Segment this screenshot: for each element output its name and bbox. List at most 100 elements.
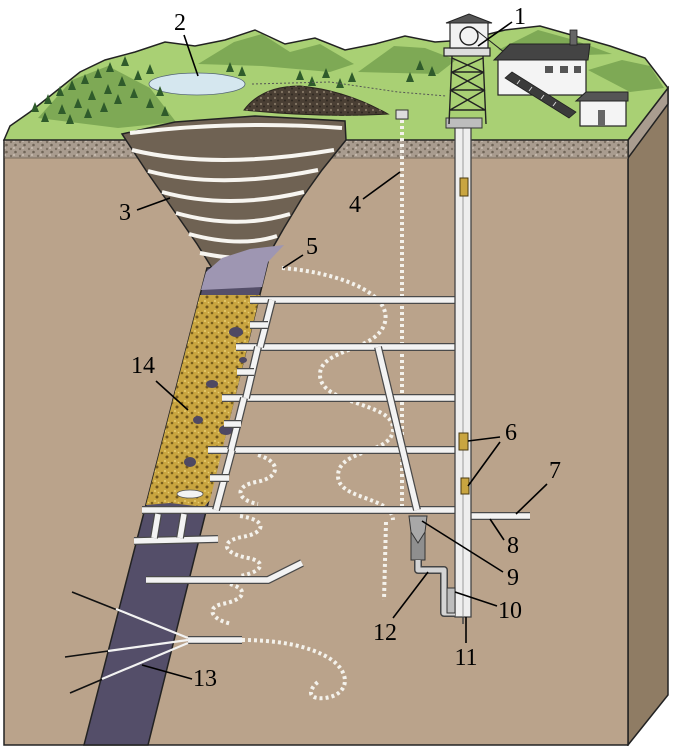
forest <box>31 56 436 124</box>
level-tunnel-6 <box>133 535 219 545</box>
rock-inclusion <box>229 327 243 337</box>
main-haulage-level <box>142 506 530 520</box>
ore-zone-texture <box>146 295 260 507</box>
label-7: 7 <box>549 458 561 484</box>
ore-waste-inclusions <box>176 327 247 499</box>
drill-hole-in-vein <box>101 641 189 681</box>
door <box>598 110 605 126</box>
tree-icon <box>100 102 108 112</box>
tree-icon <box>406 72 414 82</box>
tree-icon <box>81 74 89 84</box>
rock-inclusion <box>193 416 203 424</box>
conveyor-gallery-ticks <box>516 79 557 107</box>
raises-and-crosscuts <box>150 299 421 539</box>
tree-icon <box>121 56 129 66</box>
waste-rock-texture <box>244 86 388 116</box>
leader-line-5 <box>282 254 304 269</box>
callout-labels: 1 2 3 4 5 6 7 8 9 10 11 12 13 14 <box>119 4 561 692</box>
tree-icon <box>146 98 154 108</box>
window <box>560 66 568 73</box>
rock-inclusion <box>184 457 196 467</box>
leader-line-9 <box>421 520 504 573</box>
headframe-roof <box>445 13 493 24</box>
label-2: 2 <box>174 10 186 36</box>
ore-body-top-zone <box>201 245 284 290</box>
leader-line-6a <box>467 436 501 442</box>
sheave-wheel-icon <box>459 26 479 46</box>
tree-icon <box>118 76 126 86</box>
skip <box>460 477 470 495</box>
tree-icon <box>146 64 154 74</box>
crosscut <box>210 322 268 481</box>
pit-bench <box>161 190 305 203</box>
leader-line-8 <box>489 518 505 541</box>
leader-line-2 <box>183 34 199 77</box>
tree-icon <box>106 62 114 72</box>
pit-bench <box>147 168 319 183</box>
pit-bench <box>131 148 335 162</box>
label-10: 10 <box>498 598 522 624</box>
window <box>574 66 581 73</box>
ramp-serpentine-lower <box>210 582 245 626</box>
decline-ramps <box>210 266 396 701</box>
pit-benches <box>129 122 343 261</box>
ramp-bottom-loop <box>241 638 347 701</box>
headframe-bracing <box>449 57 486 111</box>
tree-icon <box>238 66 246 76</box>
tree-icon <box>130 88 138 98</box>
tunnel <box>146 560 304 583</box>
leader-line-14 <box>155 380 189 411</box>
leader-line-6b <box>467 441 501 487</box>
hoist-and-mill-building <box>492 29 591 119</box>
tree-icon <box>84 108 92 118</box>
tree-icon <box>88 90 96 100</box>
skip <box>459 177 469 197</box>
tunnel <box>133 536 219 544</box>
headframe <box>443 13 515 125</box>
label-9: 9 <box>507 565 519 591</box>
headframe-deck <box>443 47 491 57</box>
mill-roof <box>492 43 591 61</box>
fence-line <box>251 81 447 97</box>
tree-icon <box>68 80 76 90</box>
leader-lines <box>136 21 548 680</box>
leader-line-4 <box>362 171 401 200</box>
mountain-back-2 <box>358 46 456 74</box>
pit-bench <box>129 122 343 135</box>
leader-line-12 <box>392 571 429 619</box>
block-side-face <box>627 85 669 746</box>
tree-icon <box>322 68 330 78</box>
tree-icon <box>428 66 436 76</box>
ventilation-shaft-cap <box>395 109 409 120</box>
label-14: 14 <box>131 353 155 379</box>
tree-icon <box>114 94 122 104</box>
shaft-collar <box>445 117 483 129</box>
stope-opening <box>176 489 204 499</box>
ramp-lower-vertical <box>382 521 388 601</box>
tree-icon <box>41 112 49 122</box>
tree-icon <box>66 114 74 124</box>
label-8: 8 <box>507 533 519 559</box>
chimney <box>569 29 578 46</box>
label-5: 5 <box>306 234 318 260</box>
window <box>545 66 553 73</box>
mountain-back-1 <box>198 34 354 72</box>
tree-icon <box>31 102 39 112</box>
tree-icon <box>104 84 112 94</box>
rock-inclusion <box>206 380 218 388</box>
tree-icon <box>348 72 356 82</box>
rock-inclusion <box>239 357 247 363</box>
tree-icon <box>134 70 142 80</box>
skip <box>458 432 469 451</box>
pit-bench <box>188 232 278 244</box>
small-building-roof <box>574 91 629 102</box>
leader-line-3 <box>136 197 171 211</box>
conveyor-gallery <box>504 71 577 119</box>
drill-holes <box>64 591 189 694</box>
open-pit <box>120 115 347 269</box>
tailings-pond <box>148 72 246 96</box>
tree-icon <box>161 106 169 116</box>
label-11: 11 <box>454 645 477 671</box>
tree-icon <box>74 98 82 108</box>
